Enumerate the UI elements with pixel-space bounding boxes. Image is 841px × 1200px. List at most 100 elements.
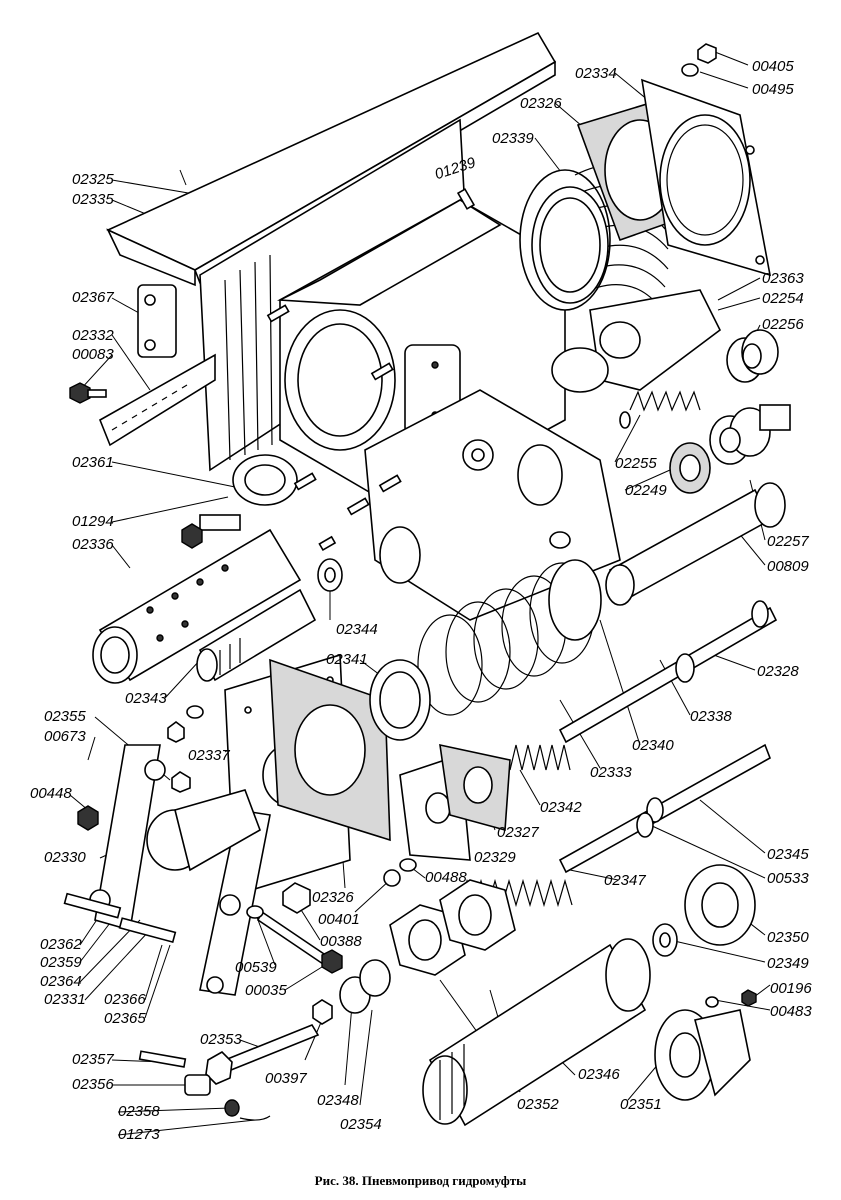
part-label: 02361 <box>72 454 114 471</box>
part-label: 00809 <box>767 558 809 575</box>
part-label: 02345 <box>767 846 809 863</box>
spring-02255 <box>619 390 701 429</box>
fork-bracket <box>551 289 722 393</box>
part-label: 00673 <box>44 728 86 745</box>
part-label: 00533 <box>767 870 809 887</box>
part-label: 02348 <box>317 1092 359 1109</box>
part-label: 02366 <box>104 991 146 1008</box>
part-label: 00405 <box>752 58 794 75</box>
cylinder-02341-body <box>369 659 431 741</box>
pins <box>63 805 177 944</box>
piston-head <box>146 789 261 872</box>
part-label: 02349 <box>767 955 809 972</box>
triangle-flange <box>399 743 511 861</box>
latch <box>98 284 216 447</box>
part-label: 00196 <box>770 980 812 997</box>
nut-washer-top <box>681 43 717 77</box>
part-label: 02357 <box>72 1051 114 1068</box>
part-label: 01294 <box>72 513 114 530</box>
part-label: 00483 <box>770 1003 812 1020</box>
part-label: 02339 <box>492 130 534 147</box>
part-label: 02335 <box>72 191 114 208</box>
part-label: 02367 <box>72 289 114 306</box>
part-label: 02351 <box>620 1096 662 1113</box>
part-label: 02350 <box>767 929 809 946</box>
flange-top <box>640 78 772 277</box>
part-label: 02332 <box>72 327 114 344</box>
part-label: 00388 <box>320 933 362 950</box>
part-label: 02340 <box>632 737 674 754</box>
part-label: 02327 <box>497 824 539 841</box>
spring-large <box>417 559 602 716</box>
piston-rod-00809 <box>605 482 786 606</box>
part-label: 02359 <box>40 954 82 971</box>
part-label: 02337 <box>188 747 230 764</box>
small-nuts-front <box>167 705 204 793</box>
part-label: 00488 <box>425 869 467 886</box>
part-label: 00035 <box>245 982 287 999</box>
part-label: 02363 <box>762 270 804 287</box>
part-label: 02325 <box>72 171 114 188</box>
figure-caption: Рис. 38. Пневмопривод гидромуфты <box>314 1173 527 1188</box>
bellows <box>519 164 669 311</box>
part-label: 02346 <box>578 1066 620 1083</box>
part-label: 00401 <box>318 911 360 928</box>
part-label: 01273 <box>118 1126 160 1143</box>
part-label: 02257 <box>767 533 809 550</box>
part-label: 02352 <box>517 1096 559 1113</box>
part-label: 02334 <box>575 65 617 82</box>
part-label: 02354 <box>340 1116 382 1133</box>
nuts-small <box>246 858 417 1025</box>
part-label: 00495 <box>752 81 794 98</box>
bolt-00083 <box>69 382 107 404</box>
part-label: 02356 <box>72 1076 114 1093</box>
small-pins-bottom <box>138 1050 271 1121</box>
cylinder-02336 <box>92 528 302 684</box>
flange-02350 <box>684 864 756 946</box>
part-label: 00083 <box>72 346 114 363</box>
part-label: 02358 <box>118 1103 160 1120</box>
rod-02328 <box>558 600 778 744</box>
part-label: 02347 <box>604 872 646 889</box>
fitting-02361 <box>181 454 298 549</box>
part-label: 02362 <box>40 936 82 953</box>
part-label: 02342 <box>540 799 582 816</box>
part-label: 02353 <box>200 1031 242 1048</box>
part-label: 00397 <box>265 1070 307 1087</box>
main-housing <box>276 199 621 621</box>
part-label: 02333 <box>590 764 632 781</box>
part-label: 02355 <box>44 708 86 725</box>
part-label: 02256 <box>762 316 804 333</box>
part-label: 02326 <box>312 889 354 906</box>
part-label: 02364 <box>40 973 82 990</box>
part-label: 02255 <box>615 455 657 472</box>
part-label: 02331 <box>44 991 86 1008</box>
seal-02256 <box>726 329 779 383</box>
washer-02344 <box>317 558 343 592</box>
washer-02249 <box>669 442 711 494</box>
part-label: 02341 <box>326 651 368 668</box>
washer-00533 <box>636 812 654 838</box>
part-label: 00539 <box>235 959 277 976</box>
threaded-part-02343 <box>196 588 317 682</box>
flange-02351 <box>654 1009 751 1101</box>
gasket-02341 <box>269 658 391 842</box>
bushing-02349 <box>652 923 678 957</box>
part-label: 02249 <box>625 482 667 499</box>
castle-nut <box>339 959 391 1014</box>
bolt-00035 <box>256 910 343 974</box>
bolt-00196 <box>705 989 757 1008</box>
studs <box>266 188 476 552</box>
part-label: 02365 <box>104 1010 146 1027</box>
spring-02342 <box>509 744 571 771</box>
part-label: 02330 <box>44 849 86 866</box>
part-label: 00448 <box>30 785 72 802</box>
part-label: 02336 <box>72 536 114 553</box>
part-label: 02343 <box>125 690 167 707</box>
fitting-02257 <box>709 404 791 465</box>
nuts-02352 <box>389 879 516 976</box>
part-label: 02344 <box>336 621 378 638</box>
part-label: 02328 <box>757 663 799 680</box>
